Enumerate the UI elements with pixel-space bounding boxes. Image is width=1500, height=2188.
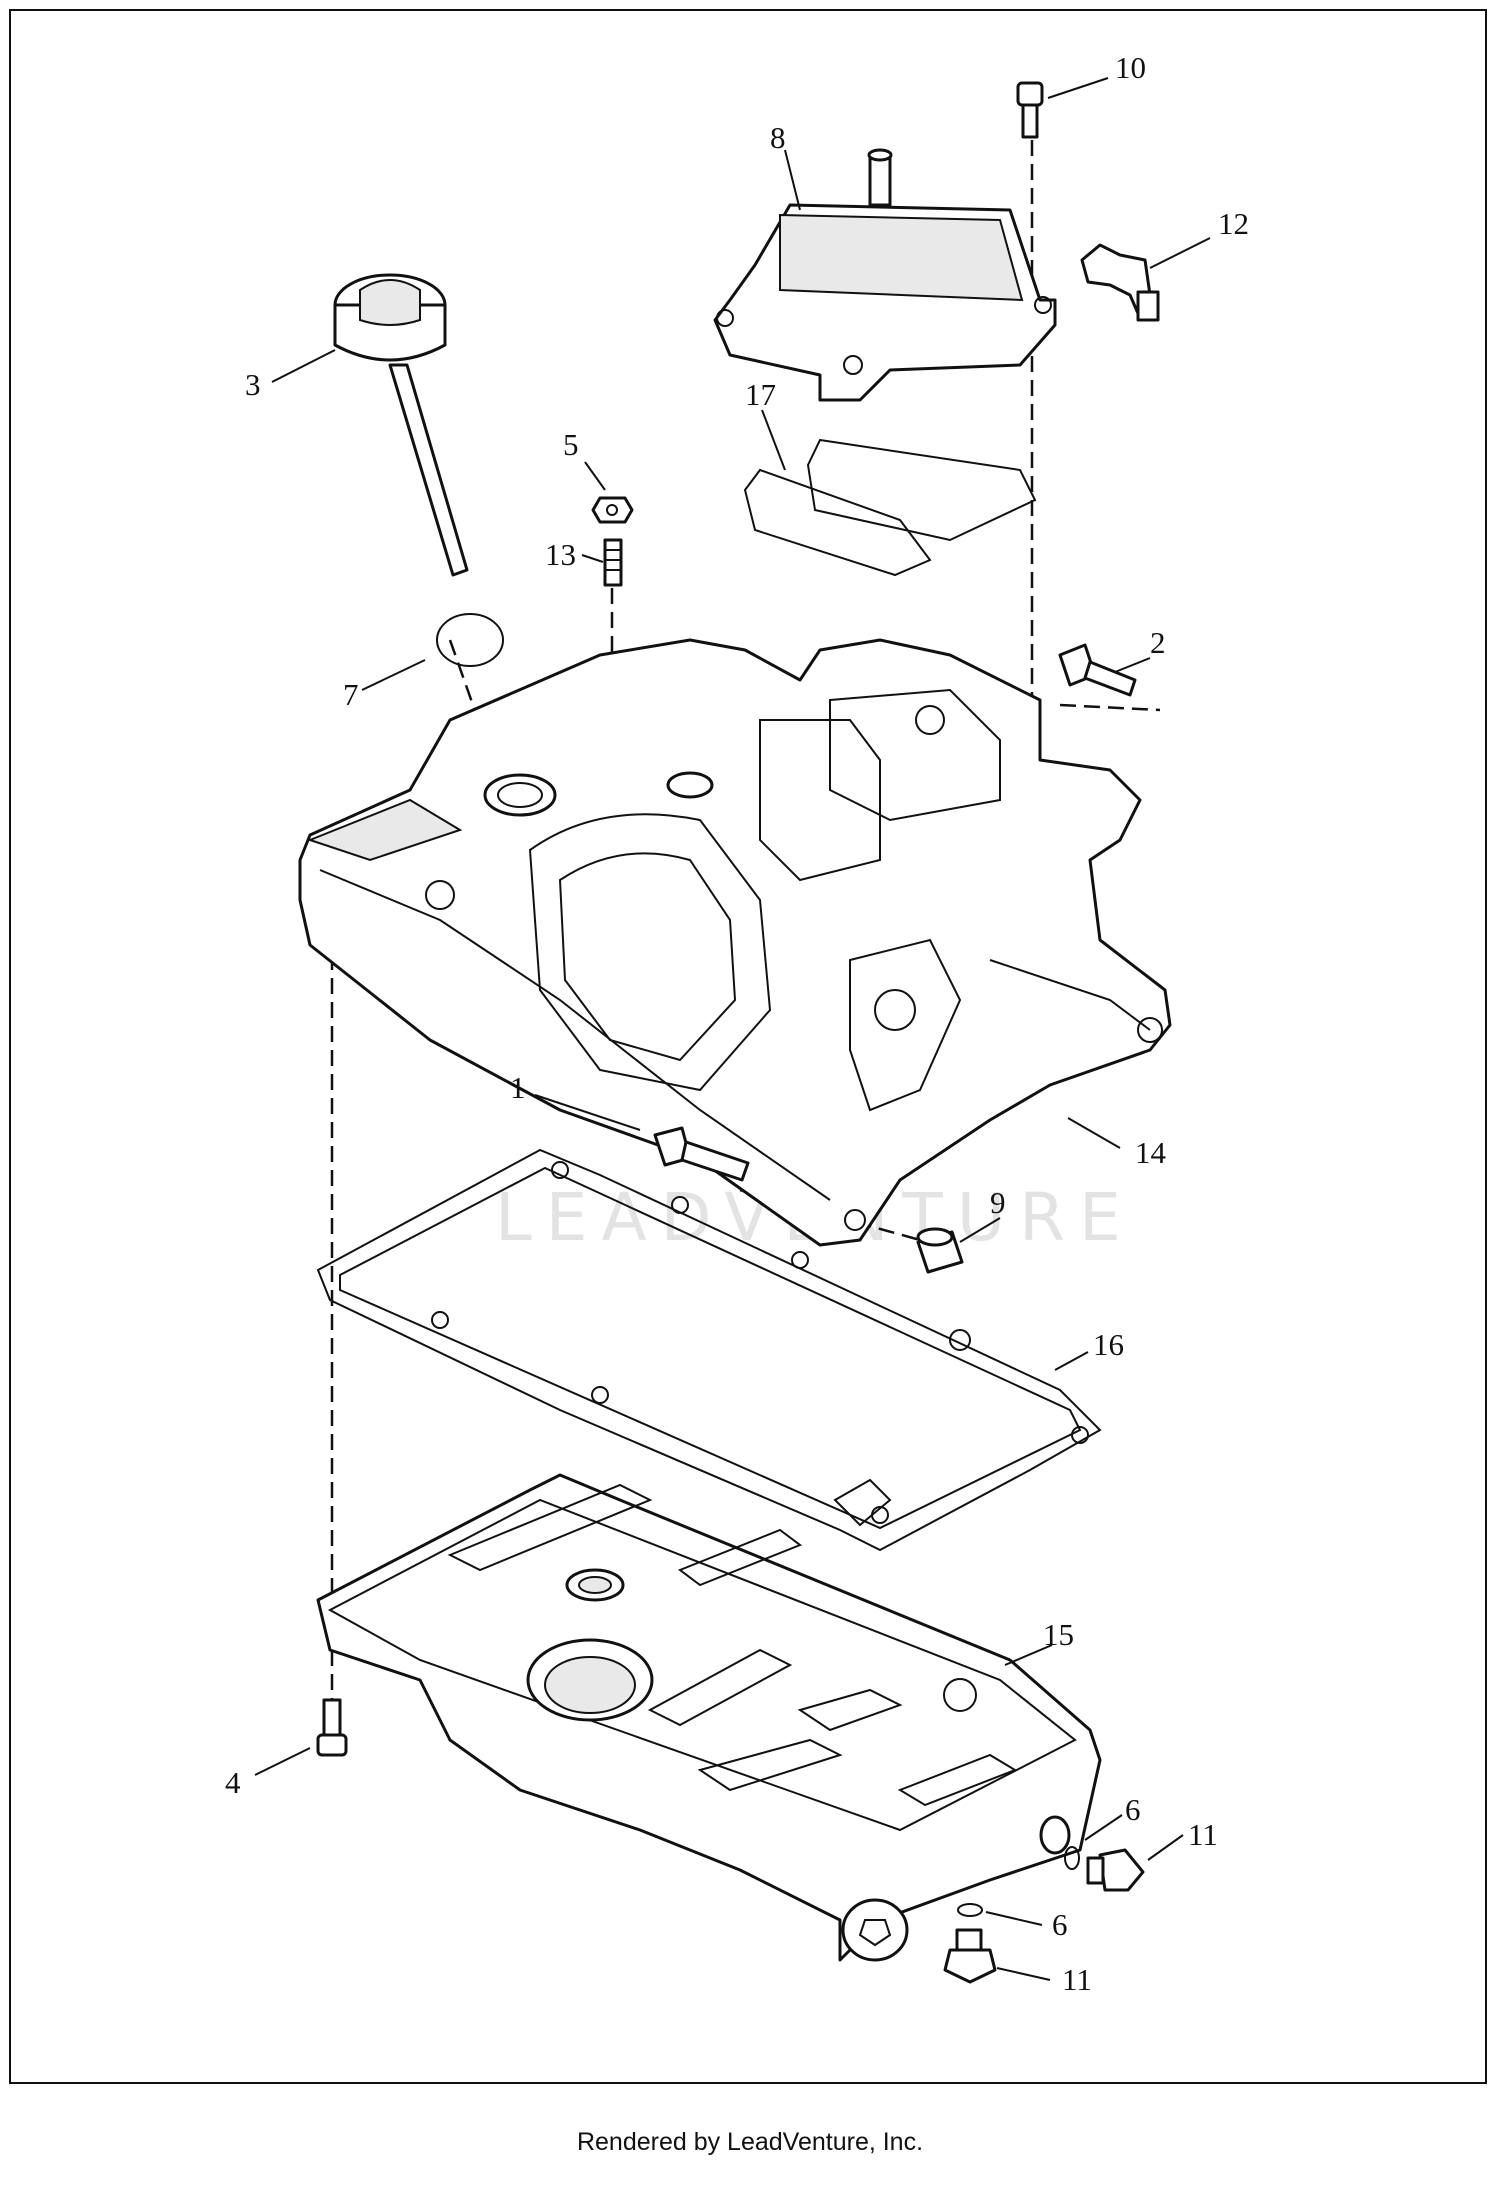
callout-2[interactable]: 2	[1150, 625, 1166, 660]
part-2-bolt[interactable]	[1058, 643, 1137, 697]
part-17-gasket[interactable]	[743, 438, 1037, 577]
part-11-plug-lower[interactable]	[943, 1928, 997, 1984]
part-16-gasket[interactable]	[316, 1148, 1102, 1552]
callout-11-upper[interactable]: 11	[1188, 1817, 1218, 1852]
callout-labels: 10 8 12 3 17 5 13 2 7 1 14 9 16 15 4 6 1…	[225, 50, 1249, 1997]
part-12-elbow[interactable]	[1080, 243, 1160, 322]
callout-13[interactable]: 13	[545, 537, 576, 572]
footer-credit: Rendered by LeadVenture, Inc.	[577, 2128, 923, 2156]
callout-3[interactable]: 3	[245, 367, 261, 402]
callout-14[interactable]: 14	[1135, 1135, 1167, 1170]
callout-12[interactable]: 12	[1218, 206, 1249, 241]
callout-7[interactable]: 7	[343, 677, 359, 712]
callout-16[interactable]: 16	[1093, 1327, 1124, 1362]
callout-9[interactable]: 9	[990, 1185, 1006, 1220]
callout-5[interactable]: 5	[563, 427, 579, 462]
part-4-screw[interactable]	[316, 1698, 348, 1757]
part-5-nut[interactable]	[591, 496, 634, 524]
part-7-oring[interactable]	[436, 613, 504, 667]
callout-8[interactable]: 8	[770, 120, 786, 155]
part-6-washer-lower[interactable]	[957, 1903, 983, 1917]
callout-6-upper[interactable]: 6	[1125, 1792, 1141, 1827]
part-14-housing[interactable]	[298, 638, 1172, 1247]
part-6-washer-upper[interactable]	[1064, 1846, 1080, 1870]
part-15-oil-pan[interactable]	[316, 1473, 1102, 1962]
callout-17[interactable]: 17	[745, 377, 776, 412]
part-8-cover[interactable]	[713, 148, 1057, 402]
callout-15[interactable]: 15	[1043, 1617, 1074, 1652]
callout-10[interactable]: 10	[1115, 50, 1146, 85]
callout-6-lower[interactable]: 6	[1052, 1907, 1068, 1942]
diagram-frame	[9, 9, 1487, 2084]
part-11-plug-upper[interactable]	[1086, 1848, 1145, 1892]
callout-4[interactable]: 4	[225, 1765, 241, 1800]
leader-lines	[254, 77, 1211, 1981]
callout-1[interactable]: 1	[510, 1070, 526, 1105]
part-1-bolt[interactable]	[653, 1126, 750, 1182]
part-13-stud[interactable]	[603, 538, 623, 587]
part-9-dowel[interactable]	[916, 1227, 964, 1274]
part-10-screw[interactable]	[1016, 81, 1044, 139]
callout-11-lower[interactable]: 11	[1062, 1962, 1092, 1997]
part-3-dipstick[interactable]	[333, 273, 469, 577]
